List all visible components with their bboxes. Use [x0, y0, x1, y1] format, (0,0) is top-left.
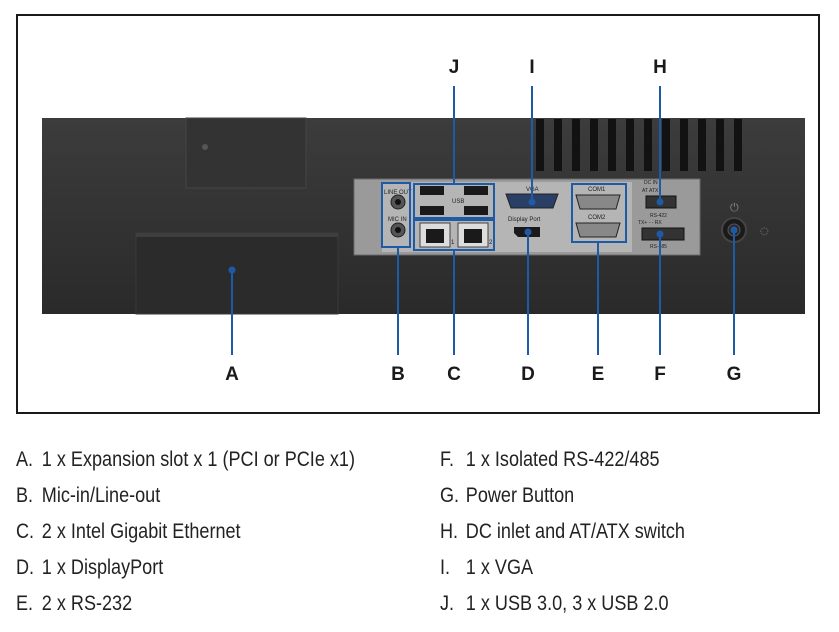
- usb-label: USB: [452, 199, 464, 205]
- legend-key: C.: [16, 520, 35, 543]
- callout-dot-g: [730, 226, 738, 234]
- callout-label-c: C: [447, 364, 461, 385]
- callout-label-f: F: [654, 364, 666, 385]
- callout-box-b: [381, 182, 411, 248]
- diagram-frame: LINE OUT MIC IN USB 1 2 VGA Display Port…: [16, 14, 820, 414]
- lan-1-label: 1: [451, 240, 455, 246]
- lan-2-label: 2: [489, 240, 493, 246]
- legend-text: 1 x USB 3.0, 3 x USB 2.0: [465, 592, 669, 615]
- legend-item: C. 2 x Intel Gigabit Ethernet: [16, 514, 355, 550]
- legend-text: 1 x Isolated RS-422/485: [465, 448, 660, 471]
- usb-port: [420, 206, 444, 215]
- chassis-top-panel: [185, 117, 307, 189]
- legend-item: A. 1 x Expansion slot x 1 (PCI or PCIe x1…: [16, 442, 355, 478]
- rs422-label: RS-422: [650, 213, 667, 219]
- legend-text: 1 x DisplayPort: [41, 556, 164, 579]
- usb-port: [464, 186, 488, 195]
- legend-key: B.: [16, 484, 34, 507]
- legend-text: Power Button: [465, 484, 575, 507]
- callout-label-b: B: [391, 364, 405, 385]
- callout-dot-f: [656, 230, 664, 238]
- callout-label-j: J: [449, 57, 460, 78]
- legend-item: J. 1 x USB 3.0, 3 x USB 2.0: [440, 586, 685, 622]
- callout-dot-h: [656, 198, 664, 206]
- legend-key: E.: [16, 592, 34, 615]
- legend-key: F.: [440, 448, 455, 471]
- legend-item: F. 1 x Isolated RS-422/485: [440, 442, 685, 478]
- legend-text: 1 x Expansion slot x 1 (PCI or PCIe x1): [41, 448, 355, 471]
- legend-key: H.: [440, 520, 459, 543]
- at-atx-label: AT ATX: [642, 188, 659, 194]
- callout-label-d: D: [521, 364, 535, 385]
- tx-rx-label: TX+ - - RX: [638, 220, 662, 226]
- com1-label: COM1: [588, 187, 606, 193]
- callout-dot-d: [524, 228, 532, 236]
- callout-marks: [231, 86, 735, 355]
- power-symbol-icon: ⏻: [730, 201, 739, 214]
- rs485-label: RS-485: [650, 244, 667, 250]
- io-panel-diagram: LINE OUT MIC IN USB 1 2 VGA Display Port…: [42, 57, 805, 385]
- legend-text: DC inlet and AT/ATX switch: [465, 520, 685, 543]
- legend-key: D.: [16, 556, 35, 579]
- mic-in-label: MIC IN: [388, 217, 407, 223]
- com2-port: [575, 222, 621, 238]
- legend-text: 2 x Intel Gigabit Ethernet: [41, 520, 241, 543]
- legend-item: G.Power Button: [440, 478, 685, 514]
- svg-text:◌: ◌: [760, 226, 769, 237]
- com1-port: [575, 194, 621, 210]
- legend-left-column: A. 1 x Expansion slot x 1 (PCI or PCIe x1…: [16, 442, 355, 622]
- display-port-label: Display Port: [508, 217, 541, 223]
- callout-dot-a: [228, 266, 236, 274]
- usb-port: [464, 206, 488, 215]
- callout-label-h: H: [653, 57, 667, 78]
- legend-key: A.: [16, 448, 34, 471]
- legend-key: J.: [440, 592, 455, 615]
- callout-label-e: E: [592, 364, 605, 385]
- line-out-label: LINE OUT: [384, 190, 412, 196]
- legend-text: 2 x RS-232: [41, 592, 133, 615]
- legend-item: H. DC inlet and AT/ATX switch: [440, 514, 685, 550]
- lan-port-1: [419, 222, 451, 248]
- callout-label-a: A: [225, 364, 239, 385]
- callout-label-g: G: [727, 364, 742, 385]
- legend-item: E. 2 x RS-232: [16, 586, 355, 622]
- expansion-slot-edge: [136, 233, 338, 237]
- usb-port: [420, 186, 444, 195]
- legend-item: I. 1 x VGA: [440, 550, 685, 586]
- callout-dot-i: [528, 198, 536, 206]
- legend-item: D. 1 x DisplayPort: [16, 550, 355, 586]
- expansion-slot: [135, 232, 339, 315]
- callout-label-i: I: [529, 57, 534, 78]
- legend-key: G.: [440, 484, 460, 507]
- legend-text: Mic-in/Line-out: [41, 484, 161, 507]
- vent-slots: [536, 119, 742, 171]
- dc-in-label: DC IN: [644, 180, 658, 186]
- legend-key: I.: [440, 556, 451, 579]
- legend-text: 1 x VGA: [465, 556, 534, 579]
- com2-label: COM2: [588, 215, 606, 221]
- legend-item: B. Mic-in/Line-out: [16, 478, 355, 514]
- screw: [202, 144, 208, 150]
